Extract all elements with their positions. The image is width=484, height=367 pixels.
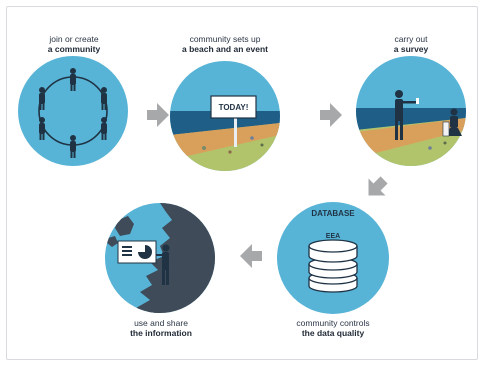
step-1-line2: a community [47, 44, 101, 54]
arrow-right-icon [320, 103, 342, 127]
step-2-line1: community sets up [189, 34, 261, 44]
step-map-circle [105, 203, 215, 313]
database-title: DATABASE [311, 209, 355, 218]
step-5-line2: the information [130, 328, 192, 338]
step-community-circle [18, 56, 128, 166]
surveyor-figure [395, 90, 462, 140]
arrow-down-left-icon [368, 176, 388, 196]
step-beach-circle: TODAY! [170, 61, 280, 171]
database-label: EEA [326, 233, 340, 240]
step-5-caption: use and share the information [96, 318, 226, 338]
step-5-line1: use and share [134, 318, 188, 328]
database-icon [308, 239, 358, 293]
diagram-frame [6, 6, 478, 360]
step-4-caption: community controls the data quality [268, 318, 398, 338]
step-3-caption: carry out a survey [346, 34, 476, 54]
people-icon [39, 68, 107, 158]
step-4-line2: the data quality [301, 328, 365, 338]
step-4-line1: community controls [296, 318, 370, 328]
presenter-figure [156, 244, 170, 285]
step-1-caption: join or create a community [9, 34, 139, 54]
step-database-circle: DATABASE EEA [277, 202, 389, 314]
step-survey-circle [356, 56, 466, 166]
chart-icon [122, 245, 152, 259]
arrow-right-icon [147, 103, 169, 127]
sign-text: TODAY! [219, 103, 249, 112]
arrow-left-icon [240, 244, 262, 268]
step-1-line1: join or create [49, 34, 99, 44]
step-2-caption: community sets up a beach and an event [160, 34, 290, 54]
europe-map [107, 203, 215, 313]
step-2-line2: a beach and an event [182, 44, 268, 54]
step-3-line1: carry out [394, 34, 428, 44]
step-3-line2: a survey [393, 44, 429, 54]
